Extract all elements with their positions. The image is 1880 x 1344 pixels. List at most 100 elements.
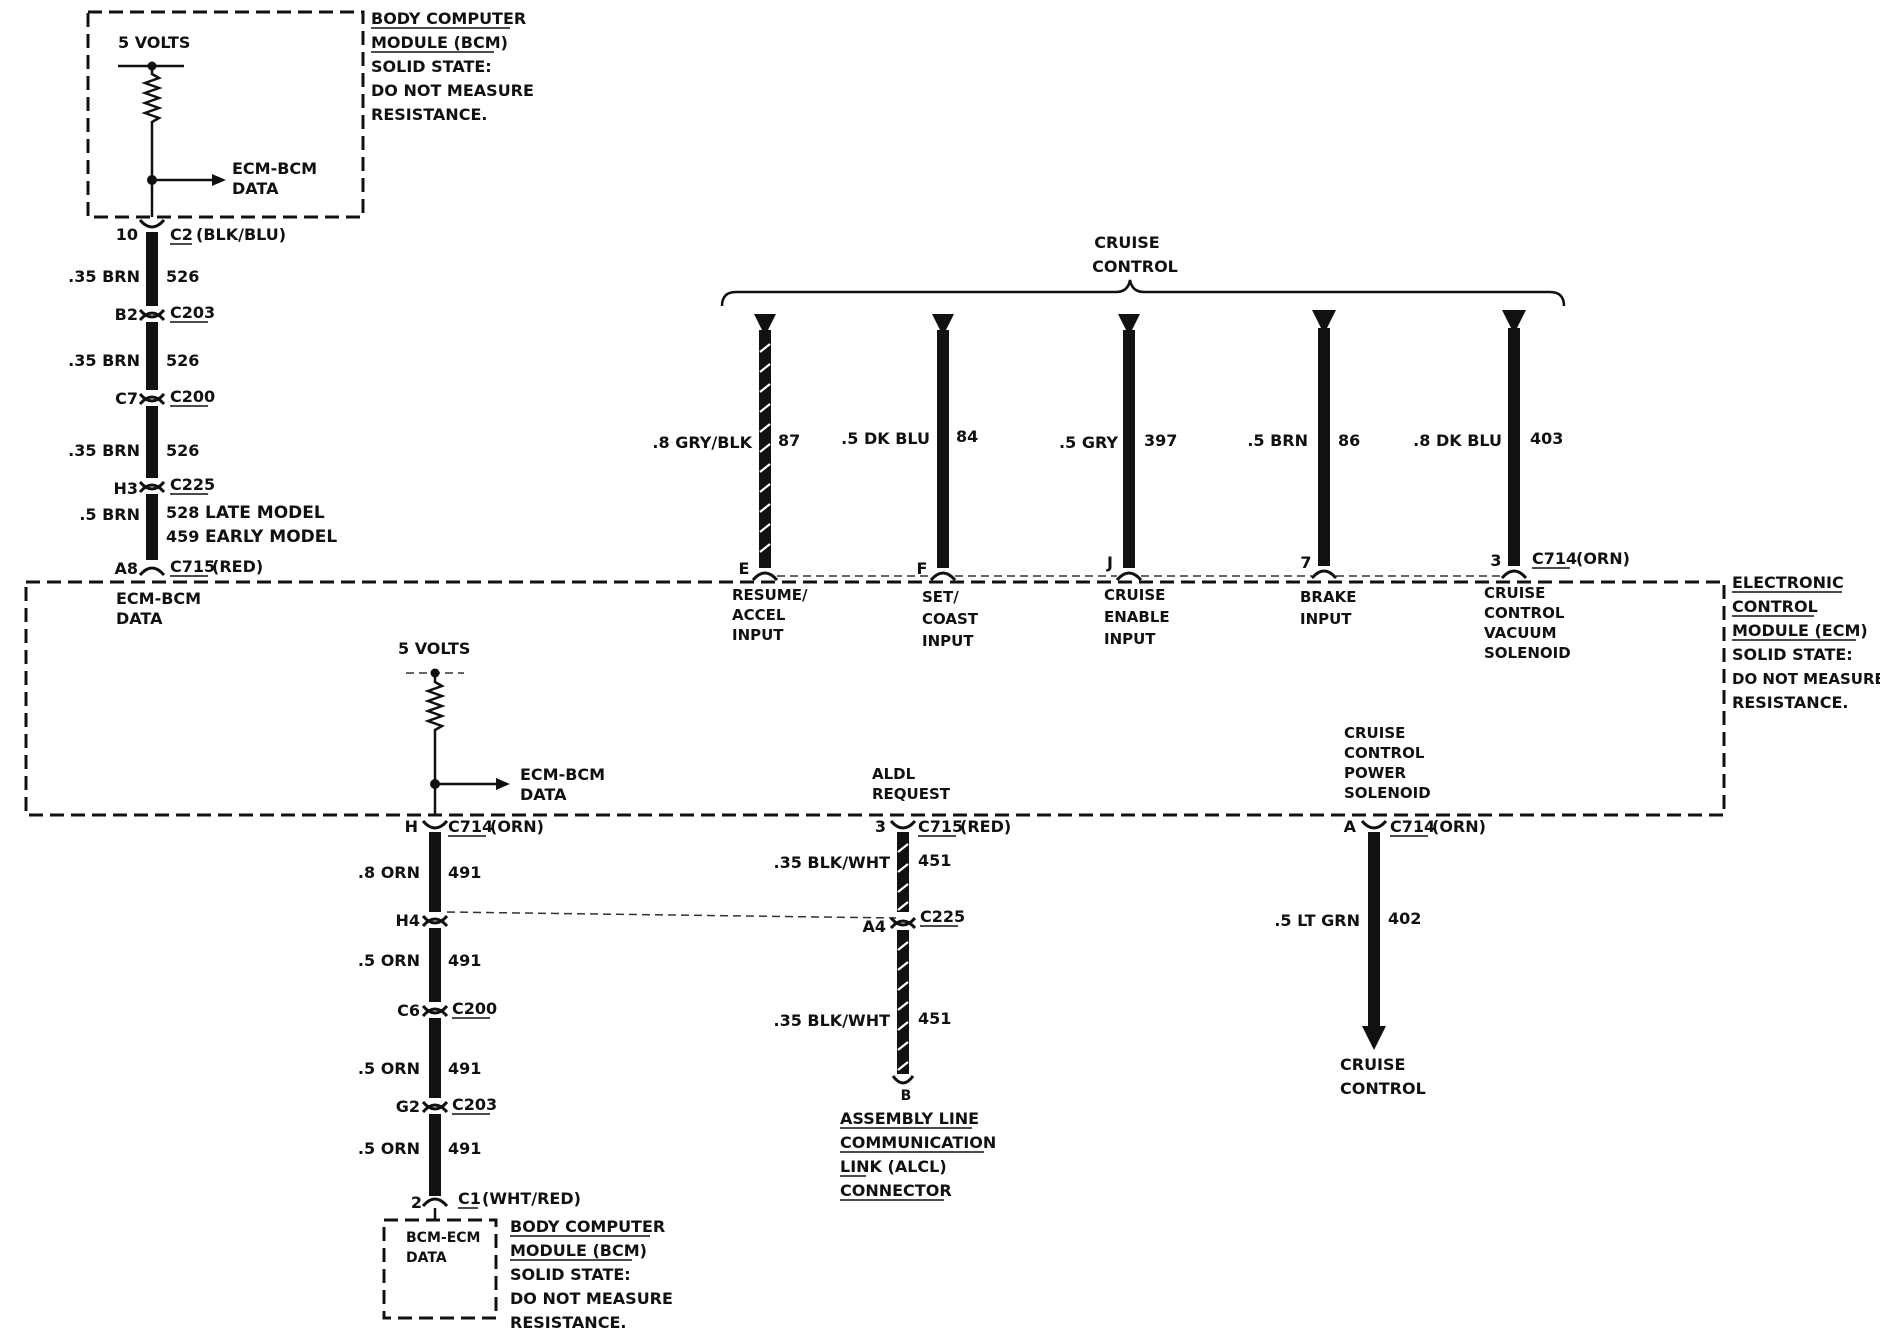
aldl-connector-color: (RED) <box>960 817 1011 836</box>
cruise-circuit: 84 <box>956 427 978 446</box>
bcm-top-label-line: SOLID STATE: <box>371 57 492 76</box>
wire-stripe-pattern <box>897 843 909 911</box>
alcl-label-line: LINK (ALCL) <box>840 1157 947 1176</box>
bcm-bottom-description: BODY COMPUTER MODULE (BCM) SOLID STATE: … <box>510 1217 673 1332</box>
bcm-top-label-line: BODY COMPUTER <box>371 9 526 28</box>
cruise-pin: 3 <box>1490 551 1501 570</box>
alcl-label-line: COMMUNICATION <box>840 1133 996 1152</box>
power-connector-label: C714 <box>1390 817 1435 836</box>
power-solenoid-label: CONTROL <box>1344 744 1425 762</box>
ecm-description: ELECTRONIC CONTROL MODULE (ECM) SOLID ST… <box>1732 573 1880 712</box>
bottom-connector-color: (WHT/RED) <box>482 1189 581 1208</box>
bcm-bottom-data-label: DATA <box>406 1250 447 1266</box>
ecm-input-label: CONTROL <box>1484 604 1565 622</box>
ecm-label-line: RESISTANCE. <box>1732 693 1848 712</box>
ecm-left-data-label: DATA <box>116 609 163 628</box>
ecm-voltage: 5 VOLTS <box>398 639 470 658</box>
left-circuit: 459 <box>166 527 199 546</box>
ecm-label-line: MODULE (ECM) <box>1732 621 1868 640</box>
aldl-connector-label: C715 <box>918 817 963 836</box>
bottom-connector-c200-icon <box>421 1004 449 1018</box>
left-connector-c225-icon <box>138 480 166 494</box>
left-connector-c715-icon <box>138 566 166 577</box>
bottom-wire-label: .8 ORN <box>358 863 420 882</box>
ecm-input-label: INPUT <box>1104 630 1156 648</box>
power-connector-c714-icon <box>1360 819 1388 830</box>
ecm-input-label: ACCEL <box>732 606 786 624</box>
power-connector-color: (ORN) <box>1432 817 1486 836</box>
cruise-wire-set-coast: .5 DK BLU 84 F SET/ COAST INPUT <box>841 314 979 650</box>
left-circuit: 528 <box>166 503 199 522</box>
bottom-circuit: 491 <box>448 863 481 882</box>
alcl-connector-label: ASSEMBLY LINE COMMUNICATION LINK (ALCL) … <box>840 1109 996 1201</box>
aldl-connector-label: C225 <box>920 907 965 926</box>
bottom-wire-label: .5 ORN <box>358 951 420 970</box>
bottom-splice-h4-icon <box>421 914 449 928</box>
cruise-wire-label: .5 BRN <box>1247 431 1308 450</box>
cruise-wire-label: .8 DK BLU <box>1413 431 1502 450</box>
power-pin: A <box>1344 817 1357 836</box>
cruise-wire-vacuum-solenoid: .8 DK BLU 403 3 C714 (ORN) CRUISE CONTRO… <box>1413 310 1630 662</box>
ecm-label-line: DO NOT MEASURE <box>1732 670 1880 688</box>
wire-stripe-pattern <box>759 343 771 553</box>
cruise-wire-resume: .8 GRY/BLK 87 E RESUME/ ACCEL INPUT <box>652 314 808 644</box>
ecm-input-label: SOLENOID <box>1484 644 1571 662</box>
bottom-circuit: 491 <box>448 1139 481 1158</box>
aldl-terminal-icon <box>891 1075 915 1085</box>
left-connector-label: C225 <box>170 475 215 494</box>
left-wire-label: .35 BRN <box>68 441 140 460</box>
ecm-pullup-resistor-icon <box>424 673 446 784</box>
bcm-bottom-label-line: SOLID STATE: <box>510 1265 631 1284</box>
ecm-label-line: CONTROL <box>1732 597 1818 616</box>
left-connector-label: C2 <box>170 225 193 244</box>
left-connector-c2-icon <box>138 218 166 229</box>
pin-terminal-icon <box>1500 569 1528 580</box>
bcm-top-data-label: ECM-BCM <box>232 159 317 178</box>
bottom-pin: C6 <box>397 1001 420 1020</box>
aldl-circuit: 451 <box>918 851 951 870</box>
ecm-input-label: INPUT <box>922 632 974 650</box>
cruise-circuit: 403 <box>1530 429 1563 448</box>
wire-arrow-icon <box>1502 310 1526 334</box>
bottom-wire-label: .5 ORN <box>358 1059 420 1078</box>
ecm-data-label: ECM-BCM <box>520 765 605 784</box>
pin-terminal-icon <box>929 571 957 582</box>
bcm-top-label-line: DO NOT MEASURE <box>371 81 534 100</box>
power-circuit: 402 <box>1388 909 1421 928</box>
ecm-input-label: COAST <box>922 610 979 628</box>
power-arrow-icon <box>1362 1026 1386 1050</box>
early-model-note: EARLY MODEL <box>205 527 337 547</box>
left-pin: 10 <box>116 225 138 244</box>
cruise-group-title: CRUISE <box>1094 233 1159 252</box>
bcm-bottom-module: BCM-ECM DATA BODY COMPUTER MODULE (BCM) … <box>382 1208 673 1332</box>
cruise-pin: J <box>1106 553 1113 572</box>
bcm-bottom-box <box>382 1218 498 1320</box>
left-connector-c200-icon <box>138 392 166 406</box>
wire-stripe-pattern <box>897 941 909 1071</box>
ecm-input-label: CRUISE <box>1104 586 1165 604</box>
alcl-label-line: ASSEMBLY LINE <box>840 1109 979 1128</box>
ecm-box <box>24 580 1726 817</box>
alcl-label-line: CONNECTOR <box>840 1181 952 1200</box>
aldl-harness: 3 C715 (RED) .35 BLK/WHT 451 A4 C225 .35… <box>774 817 1011 1201</box>
bottom-circuit: 491 <box>448 1059 481 1078</box>
bottom-connector-c203-icon <box>421 1100 449 1114</box>
power-destination-label: CRUISE <box>1340 1055 1405 1074</box>
cruise-circuit: 397 <box>1144 431 1177 450</box>
aldl-pin: 3 <box>875 817 886 836</box>
left-circuit: 526 <box>166 351 199 370</box>
bottom-connector-c714-icon <box>421 819 449 830</box>
left-connector-label: C715 <box>170 557 215 576</box>
ecm-left-data-label: ECM-BCM <box>116 589 201 608</box>
cruise-wire-label: .5 DK BLU <box>841 429 930 448</box>
cruise-wire-label: .8 GRY/BLK <box>652 433 752 452</box>
ecm-input-label: INPUT <box>732 626 784 644</box>
left-connector-label: C200 <box>170 387 215 406</box>
aldl-circuit: 451 <box>918 1009 951 1028</box>
bottom-connector-label: C203 <box>452 1095 497 1114</box>
bottom-pin: 2 <box>411 1193 422 1212</box>
bcm-top-box <box>86 10 365 219</box>
cruise-group-title: CONTROL <box>1092 257 1178 276</box>
left-connector-color: (RED) <box>212 557 263 576</box>
bcm-bottom-label-line: MODULE (BCM) <box>510 1241 647 1260</box>
